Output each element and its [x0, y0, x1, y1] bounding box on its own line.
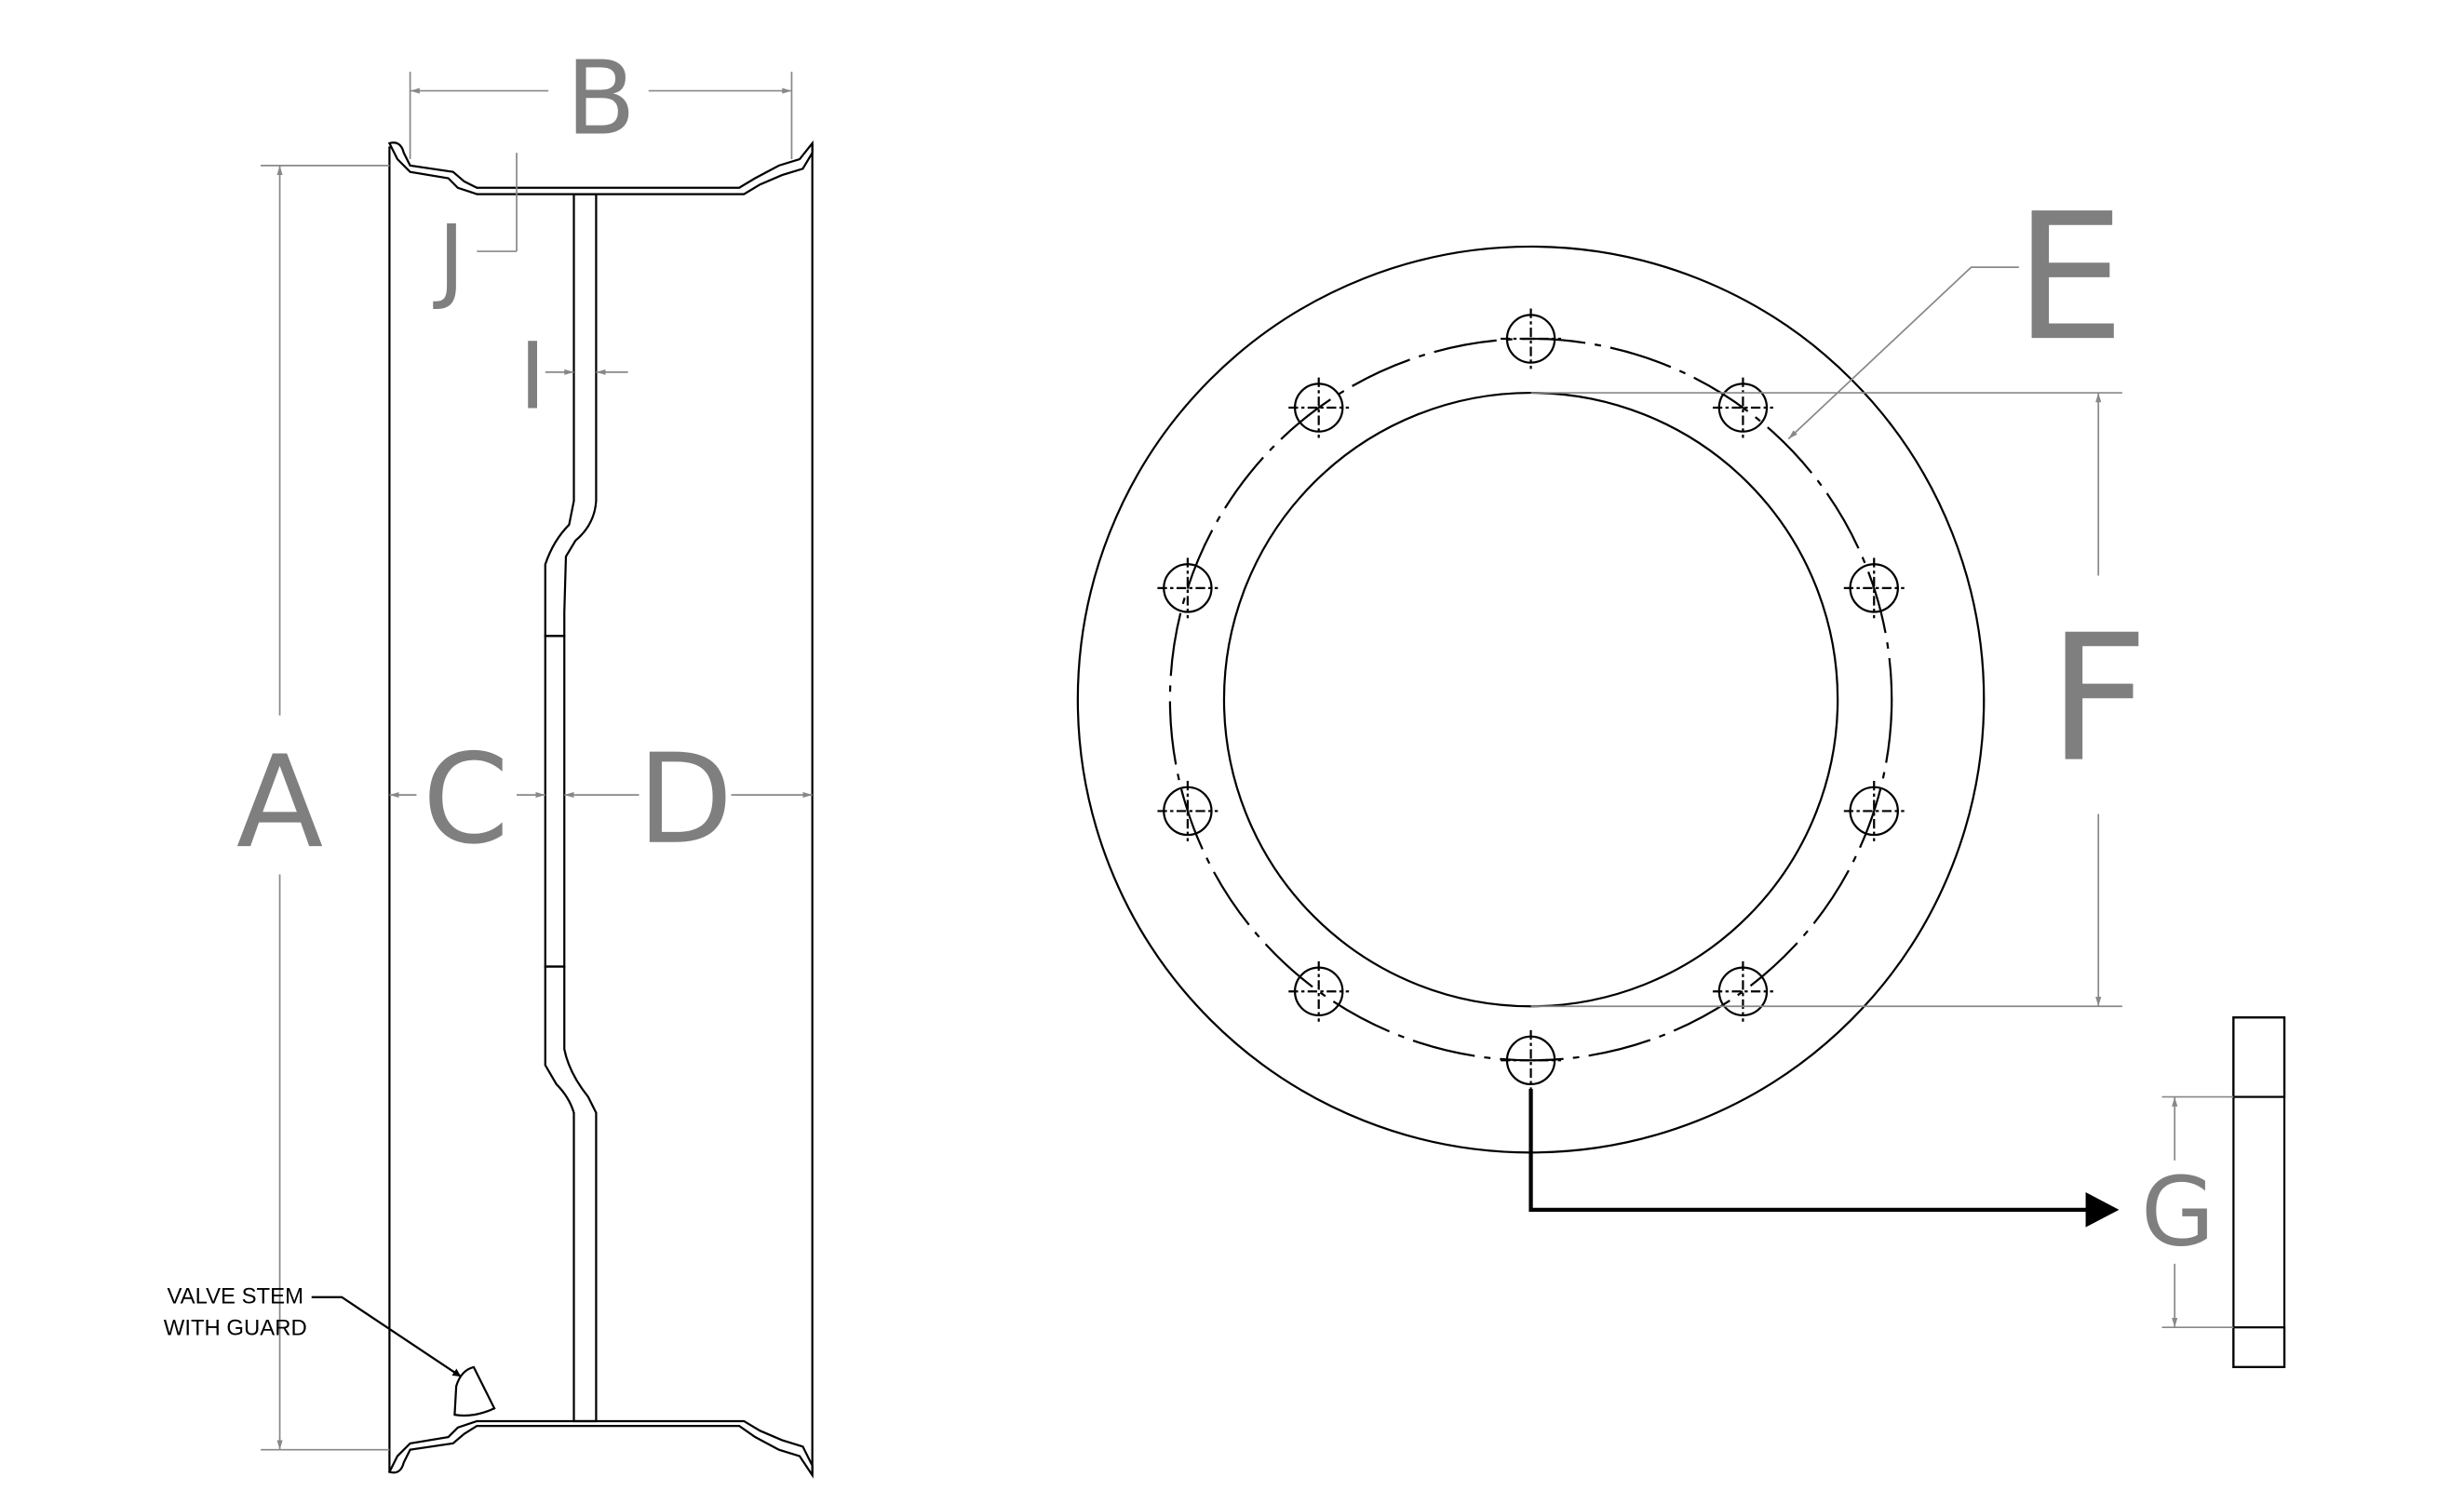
- dimension-label-i: I: [518, 323, 545, 430]
- rim-section-view: A B C D I J VALVE STEM WITH GUARD: [164, 40, 814, 1479]
- dimension-label-f: F: [2048, 598, 2148, 801]
- dimension-label-c: C: [423, 728, 509, 872]
- dimension-label-b: B: [566, 40, 636, 158]
- valve-stem-note-line1: VALVE STEM: [168, 1284, 303, 1309]
- dimension-label-g: G: [2141, 1158, 2215, 1269]
- valve-stem-note-line2: WITH GUARD: [164, 1316, 307, 1341]
- bolt-holes: [1157, 308, 1905, 1091]
- dimension-label-d: D: [638, 728, 734, 872]
- dimension-label-j: J: [432, 206, 465, 313]
- dimension-label-e: E: [2014, 177, 2125, 380]
- wheel-front-view: E F G: [1076, 177, 2286, 1369]
- dimension-label-a: A: [236, 729, 323, 877]
